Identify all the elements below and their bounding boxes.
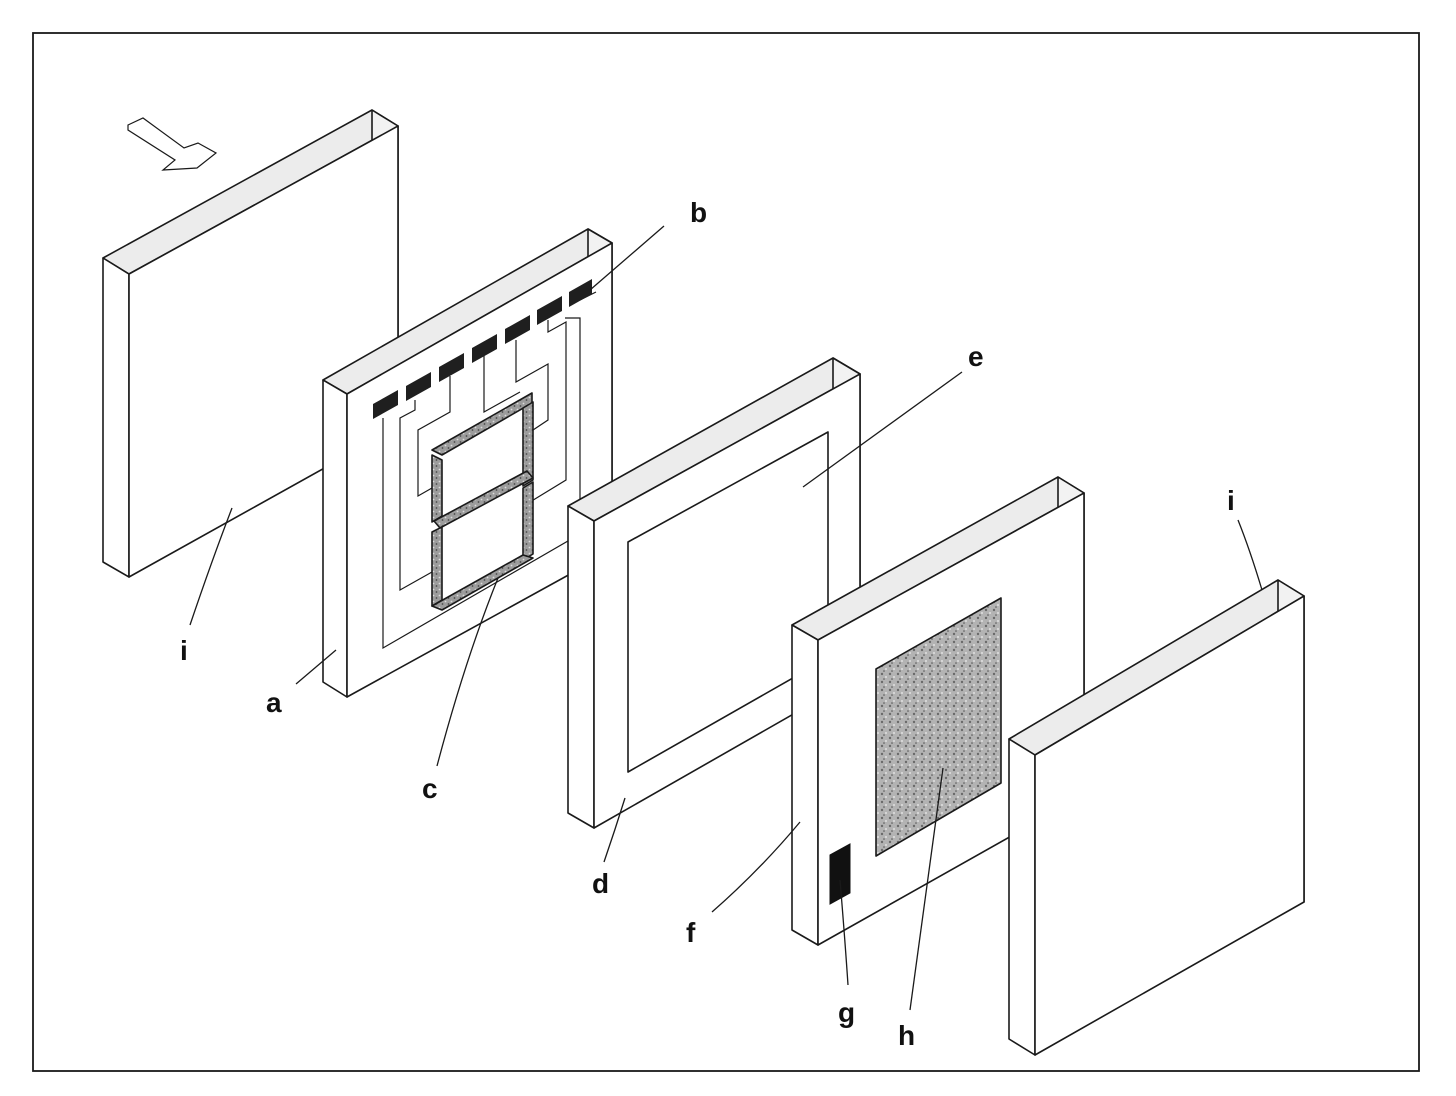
leader-g — [839, 879, 849, 986]
trace-6 — [529, 320, 567, 503]
contact-pad — [569, 279, 592, 307]
plate-a — [322, 228, 613, 698]
contact-pad — [406, 372, 431, 401]
trace-5 — [515, 340, 549, 433]
label-i-right: i — [1227, 485, 1235, 516]
terminal-g — [829, 843, 851, 905]
label-e: e — [968, 341, 984, 372]
plate-d — [567, 357, 861, 829]
contact-pad — [439, 353, 464, 382]
contact-pads — [373, 279, 592, 419]
contact-pad — [472, 334, 497, 363]
label-d: d — [592, 868, 609, 899]
trace-2 — [399, 400, 433, 592]
segment-lower-right — [522, 481, 534, 561]
contact-pad — [373, 390, 398, 419]
sensor-layer-h — [875, 597, 1002, 857]
label-a: a — [266, 687, 282, 718]
contact-pad — [537, 296, 562, 325]
trace-3 — [417, 376, 451, 498]
label-c: c — [422, 773, 438, 804]
plate-i-right — [1008, 579, 1305, 1056]
seven-segment-electrodes — [431, 392, 534, 611]
leader-h — [909, 767, 944, 1011]
leader-b — [589, 225, 665, 291]
segment-lower-left — [431, 526, 443, 607]
segment-upper-right — [522, 401, 534, 487]
figure-border — [32, 32, 1420, 1072]
segment-bottom — [431, 554, 534, 611]
segment-upper-left — [431, 454, 443, 523]
leader-i-right — [1237, 519, 1263, 591]
leader-a — [295, 649, 337, 685]
leader-e — [802, 371, 963, 488]
leader-i-left — [189, 507, 233, 626]
label-i-left: i — [180, 635, 188, 666]
trace-4 — [483, 356, 521, 414]
label-b: b — [690, 197, 707, 228]
segment-middle — [433, 470, 534, 529]
leader-d — [603, 797, 626, 863]
label-h: h — [898, 1020, 915, 1051]
label-g: g — [838, 997, 855, 1028]
leader-c — [436, 577, 499, 767]
label-f: f — [686, 917, 696, 948]
contact-pad — [505, 315, 530, 344]
arrow-icon — [127, 117, 218, 171]
leader-f — [711, 821, 801, 913]
